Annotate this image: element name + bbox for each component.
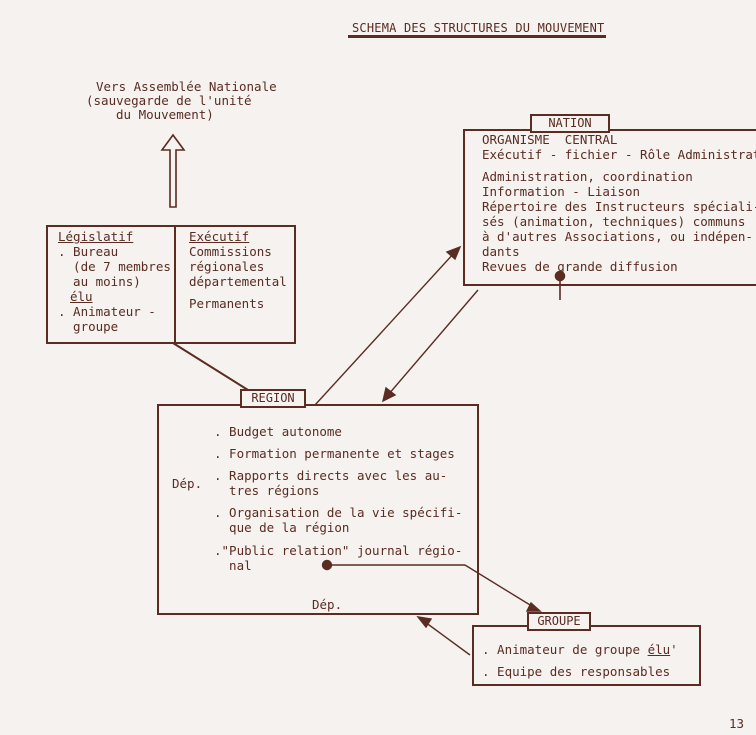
legislatif-line: au moins) [58,274,141,289]
groupe-item: . Equipe des responsables [482,664,671,679]
groupe-elu: élu [647,642,671,657]
up-arrow-icon [160,133,186,208]
arrow-region-to-nation [314,245,462,406]
executif-line: Commissions [189,244,272,259]
assemblee-note-line-2: (sauvegarde de l'unité [86,93,252,108]
region-item: ."Public relation" journal régio- [214,543,463,558]
legislatif-line: . Bureau [58,244,119,259]
elu-label: élu [70,289,93,304]
executif-heading: Exécutif [189,229,250,244]
arrow-nation-to-region [381,289,479,403]
assemblee-note-line-1: Vers Assemblée Nationale [96,79,277,94]
nation-line: ORGANISME CENTRAL [482,132,618,147]
nation-line: Administration, coordination [482,169,693,184]
region-item: . Formation permanente et stages [214,446,455,461]
region-item: . Budget autonome [214,424,342,439]
connector-left-region [172,342,249,391]
nation-line: Revues de grande diffusion [482,259,678,274]
legislatif-executif-box [46,225,296,344]
arrow-groupe-to-region [416,616,471,656]
nation-line: Répertoire des Instructeurs spéciali- [482,199,756,214]
region-box [157,404,479,615]
region-item: . Organisation de la vie spécifi- [214,505,463,520]
assemblee-note-line-3: du Mouvement) [116,107,214,122]
region-item: nal [214,558,252,573]
nation-line: dants [482,244,520,259]
region-dep-bottom: Dép. [312,597,343,612]
nation-line: Information - Liaison [482,184,641,199]
region-item: que de la région [214,520,350,535]
region-item: . Rapports directs avec les au- [214,468,448,483]
page-title: SCHEMA DES STRUCTURES DU MOUVEMENT [352,21,605,35]
page-number: 13 [729,716,745,731]
legislatif-line: groupe [58,319,119,334]
legislatif-line: . Animateur - [58,304,156,319]
legislatif-heading: Législatif [58,229,134,244]
executif-line: départemental [189,274,287,289]
nation-line: Exécutif - fichier - Rôle Administrat [482,147,756,162]
title-underline [348,35,606,38]
region-label: REGION [240,389,306,408]
nation-line: à d'autres Associations, ou indépen- [482,229,753,244]
groupe-item: . Animateur de groupe élu' [482,642,678,657]
permanents-label: Permanents [189,296,265,311]
box-divider [174,225,176,343]
arrow-region-to-groupe [321,559,542,612]
region-item: tres régions [214,483,320,498]
groupe-label: GROUPE [527,612,591,631]
groupe-item-text: . Animateur de groupe [482,642,648,657]
legislatif-line: (de 7 membres [58,259,171,274]
groupe-elu-mark: ' [670,642,678,657]
executif-line: régionales [189,259,265,274]
nation-label: NATION [530,114,610,133]
connector-nation-groupe [554,270,566,300]
region-dep-left: Dép. [172,476,203,491]
nation-line: sés (animation, techniques) communs [482,214,746,229]
